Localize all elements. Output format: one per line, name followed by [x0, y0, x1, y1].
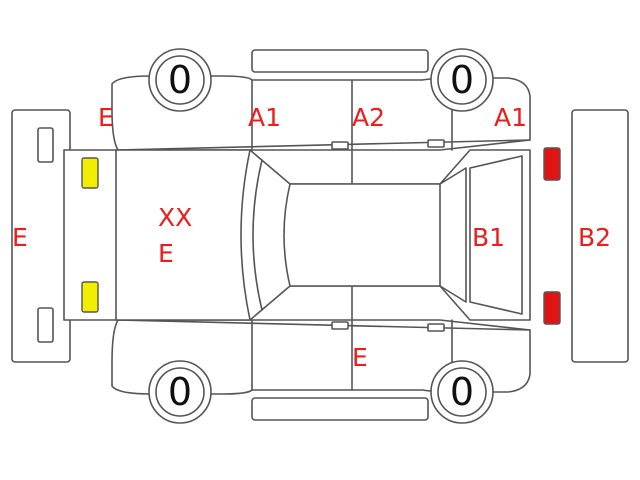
right-front-door-handle	[331, 321, 349, 330]
mark-left-rear-door: A2	[352, 103, 385, 132]
mark-right-rear-door: E	[352, 343, 368, 372]
tire-rear-left: 0	[430, 48, 494, 112]
mark-hood-line2: E	[158, 239, 174, 268]
tire-front-left-value: 0	[168, 58, 192, 102]
mark-left-rear-fender: A1	[494, 103, 527, 132]
bottom-side-skirt	[251, 397, 429, 421]
tire-rear-left-value: 0	[450, 58, 474, 102]
mark-front-bumper: E	[12, 223, 28, 252]
top-view-body	[63, 149, 531, 321]
taillight-left-icon	[543, 147, 561, 181]
left-side-body	[111, 75, 531, 185]
mark-hood-line1: XX	[158, 203, 192, 232]
mark-left-front-fender: E	[98, 103, 114, 132]
left-front-door-handle	[331, 141, 349, 150]
tire-rear-right-value: 0	[450, 370, 474, 414]
mark-rear-bumper: B2	[578, 223, 611, 252]
rear-bumper	[571, 109, 629, 363]
right-rear-door-handle	[427, 323, 445, 332]
headlight-left-icon	[81, 157, 99, 189]
tire-front-right: 0	[148, 360, 212, 424]
mark-tailgate: B1	[472, 223, 505, 252]
tire-front-right-value: 0	[168, 370, 192, 414]
top-side-skirt	[251, 49, 429, 73]
mark-left-front-door: A1	[248, 103, 281, 132]
tailgate-panel	[469, 155, 523, 315]
taillight-right-icon	[543, 291, 561, 325]
tire-front-left: 0	[148, 48, 212, 112]
tire-rear-right: 0	[430, 360, 494, 424]
headlight-right-icon	[81, 281, 99, 313]
left-rear-door-handle	[427, 139, 445, 148]
